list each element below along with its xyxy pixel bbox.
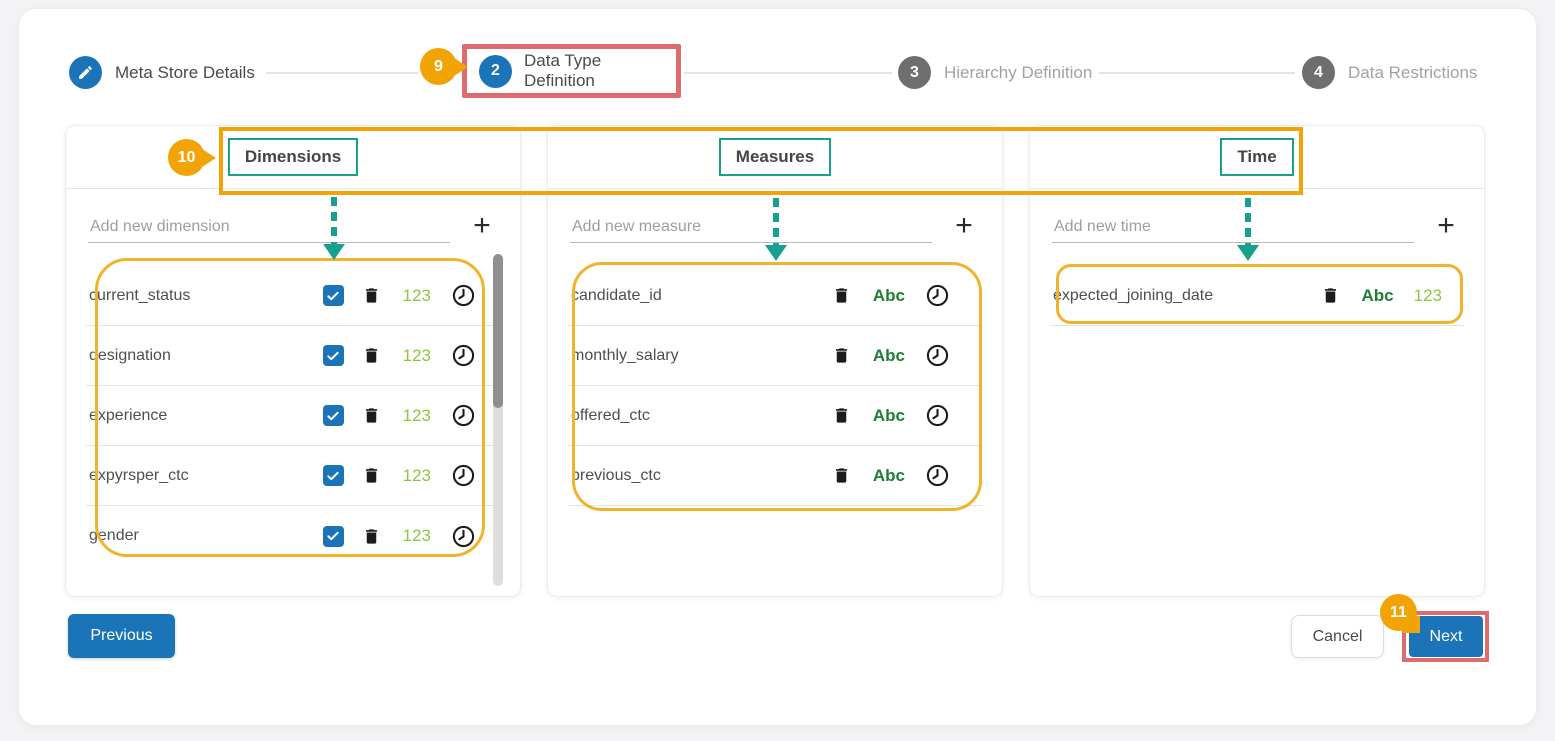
measure-name: candidate_id	[571, 286, 662, 304]
clock-icon[interactable]	[451, 343, 476, 368]
step-label: Hierarchy Definition	[944, 62, 1093, 82]
step-data-type-definition-highlight[interactable]: 2 Data Type Definition	[462, 44, 681, 98]
step-hierarchy-definition[interactable]: 3 Hierarchy Definition	[898, 56, 1092, 89]
edit-pencil-icon	[69, 56, 102, 89]
clock-icon[interactable]	[451, 283, 476, 308]
measure-name: monthly_salary	[571, 346, 679, 364]
dimension-checkbox[interactable]	[322, 405, 344, 426]
add-measure-button[interactable]: +	[955, 209, 973, 242]
dimension-checkbox[interactable]	[322, 525, 344, 547]
trash-icon[interactable]	[1321, 285, 1340, 306]
trash-icon[interactable]	[832, 345, 851, 366]
convert-to-text-button[interactable]: Abc	[1361, 285, 1394, 305]
step-2-circle: 2	[479, 54, 512, 88]
add-dimension-row: +	[88, 205, 498, 243]
dimension-checkbox[interactable]	[322, 345, 344, 366]
add-time-row: +	[1052, 205, 1462, 243]
stepper-connector	[1099, 72, 1295, 74]
next-button[interactable]: Next	[1409, 616, 1483, 657]
dimension-row: designation 123	[86, 326, 500, 386]
convert-to-text-button[interactable]: Abc	[872, 345, 905, 365]
trash-icon[interactable]	[362, 285, 381, 306]
dimension-checkbox[interactable]	[322, 465, 344, 486]
dimension-row: gender 123	[86, 506, 500, 566]
trash-icon[interactable]	[362, 345, 381, 366]
measures-panel-header: Measures	[548, 126, 1002, 189]
measure-row: previous_ctc Abc	[568, 446, 982, 506]
dimension-name: designation	[89, 346, 171, 364]
step-label: Data Type Definition	[524, 51, 602, 90]
dimension-checkbox[interactable]	[322, 285, 344, 306]
add-measure-row: +	[570, 205, 980, 243]
clock-icon[interactable]	[451, 524, 476, 549]
measures-title: Measures	[718, 138, 832, 176]
measures-list: candidate_id Abc monthly_salary Abc offe…	[548, 266, 1002, 506]
time-row: expected_joining_date Abc 123	[1050, 266, 1464, 326]
clock-icon[interactable]	[925, 403, 950, 428]
clock-icon[interactable]	[451, 403, 476, 428]
dimensions-scrollbar[interactable]	[493, 254, 503, 586]
trash-icon[interactable]	[362, 526, 381, 547]
measure-row: candidate_id Abc	[568, 266, 982, 326]
convert-to-numeric-button[interactable]: 123	[402, 285, 431, 305]
convert-to-text-button[interactable]: Abc	[872, 285, 905, 305]
stepper-connector	[684, 72, 892, 74]
add-measure-input[interactable]	[570, 212, 932, 243]
add-dimension-button[interactable]: +	[473, 209, 491, 242]
step-data-restrictions[interactable]: 4 Data Restrictions	[1302, 56, 1477, 89]
time-panel: Time + expected_joining_date Abc 123	[1029, 125, 1485, 597]
trash-icon[interactable]	[832, 405, 851, 426]
convert-to-numeric-button[interactable]: 123	[402, 526, 431, 545]
dimension-row: expyrsper_ctc 123	[86, 446, 500, 506]
step-label: Meta Store Details	[115, 62, 255, 82]
measure-name: previous_ctc	[571, 466, 661, 484]
clock-icon[interactable]	[925, 343, 950, 368]
dimension-row: experience 123	[86, 386, 500, 446]
trash-icon[interactable]	[362, 405, 381, 426]
measure-row: monthly_salary Abc	[568, 326, 982, 386]
convert-to-numeric-button[interactable]: 123	[1413, 285, 1442, 305]
dimensions-list: current_status 123 designation 123 exper…	[66, 266, 520, 566]
measure-row: offered_ctc Abc	[568, 386, 982, 446]
convert-to-numeric-button[interactable]: 123	[402, 345, 431, 365]
clock-icon[interactable]	[925, 463, 950, 488]
dimensions-title: Dimensions	[227, 138, 359, 176]
dimensions-panel: Dimensions + current_status 123 designat…	[65, 125, 521, 597]
time-title: Time	[1220, 138, 1294, 176]
cancel-button[interactable]: Cancel	[1291, 615, 1384, 658]
add-dimension-input[interactable]	[88, 212, 450, 243]
dimension-name: experience	[89, 406, 168, 424]
step-4-circle: 4	[1302, 56, 1335, 89]
dimension-row: current_status 123	[86, 266, 500, 326]
trash-icon[interactable]	[362, 465, 381, 486]
step-meta-store-details[interactable]: Meta Store Details	[69, 56, 255, 89]
trash-icon[interactable]	[832, 285, 851, 306]
add-time-input[interactable]	[1052, 212, 1414, 243]
time-name: expected_joining_date	[1053, 286, 1214, 304]
dimension-name: gender	[89, 527, 139, 544]
convert-to-numeric-button[interactable]: 123	[402, 465, 431, 485]
time-list: expected_joining_date Abc 123	[1030, 266, 1484, 326]
measures-panel: Measures + candidate_id Abc monthly_sala…	[547, 125, 1003, 597]
add-time-button[interactable]: +	[1437, 209, 1455, 242]
clock-icon[interactable]	[925, 283, 950, 308]
stepper-connector	[266, 72, 418, 74]
step-label: Data Restrictions	[1348, 62, 1478, 82]
dimension-name: expyrsper_ctc	[89, 466, 189, 484]
measure-name: offered_ctc	[571, 406, 650, 424]
step-3-circle: 3	[898, 56, 931, 89]
convert-to-text-button[interactable]: Abc	[872, 405, 905, 425]
trash-icon[interactable]	[832, 465, 851, 486]
clock-icon[interactable]	[451, 463, 476, 488]
dimension-name: current_status	[89, 286, 191, 304]
convert-to-text-button[interactable]: Abc	[872, 465, 905, 485]
dimensions-panel-header: Dimensions	[66, 126, 520, 189]
dimensions-scrollbar-thumb[interactable]	[493, 254, 503, 408]
previous-button[interactable]: Previous	[68, 614, 175, 658]
time-panel-header: Time	[1030, 126, 1484, 189]
convert-to-numeric-button[interactable]: 123	[402, 405, 431, 425]
